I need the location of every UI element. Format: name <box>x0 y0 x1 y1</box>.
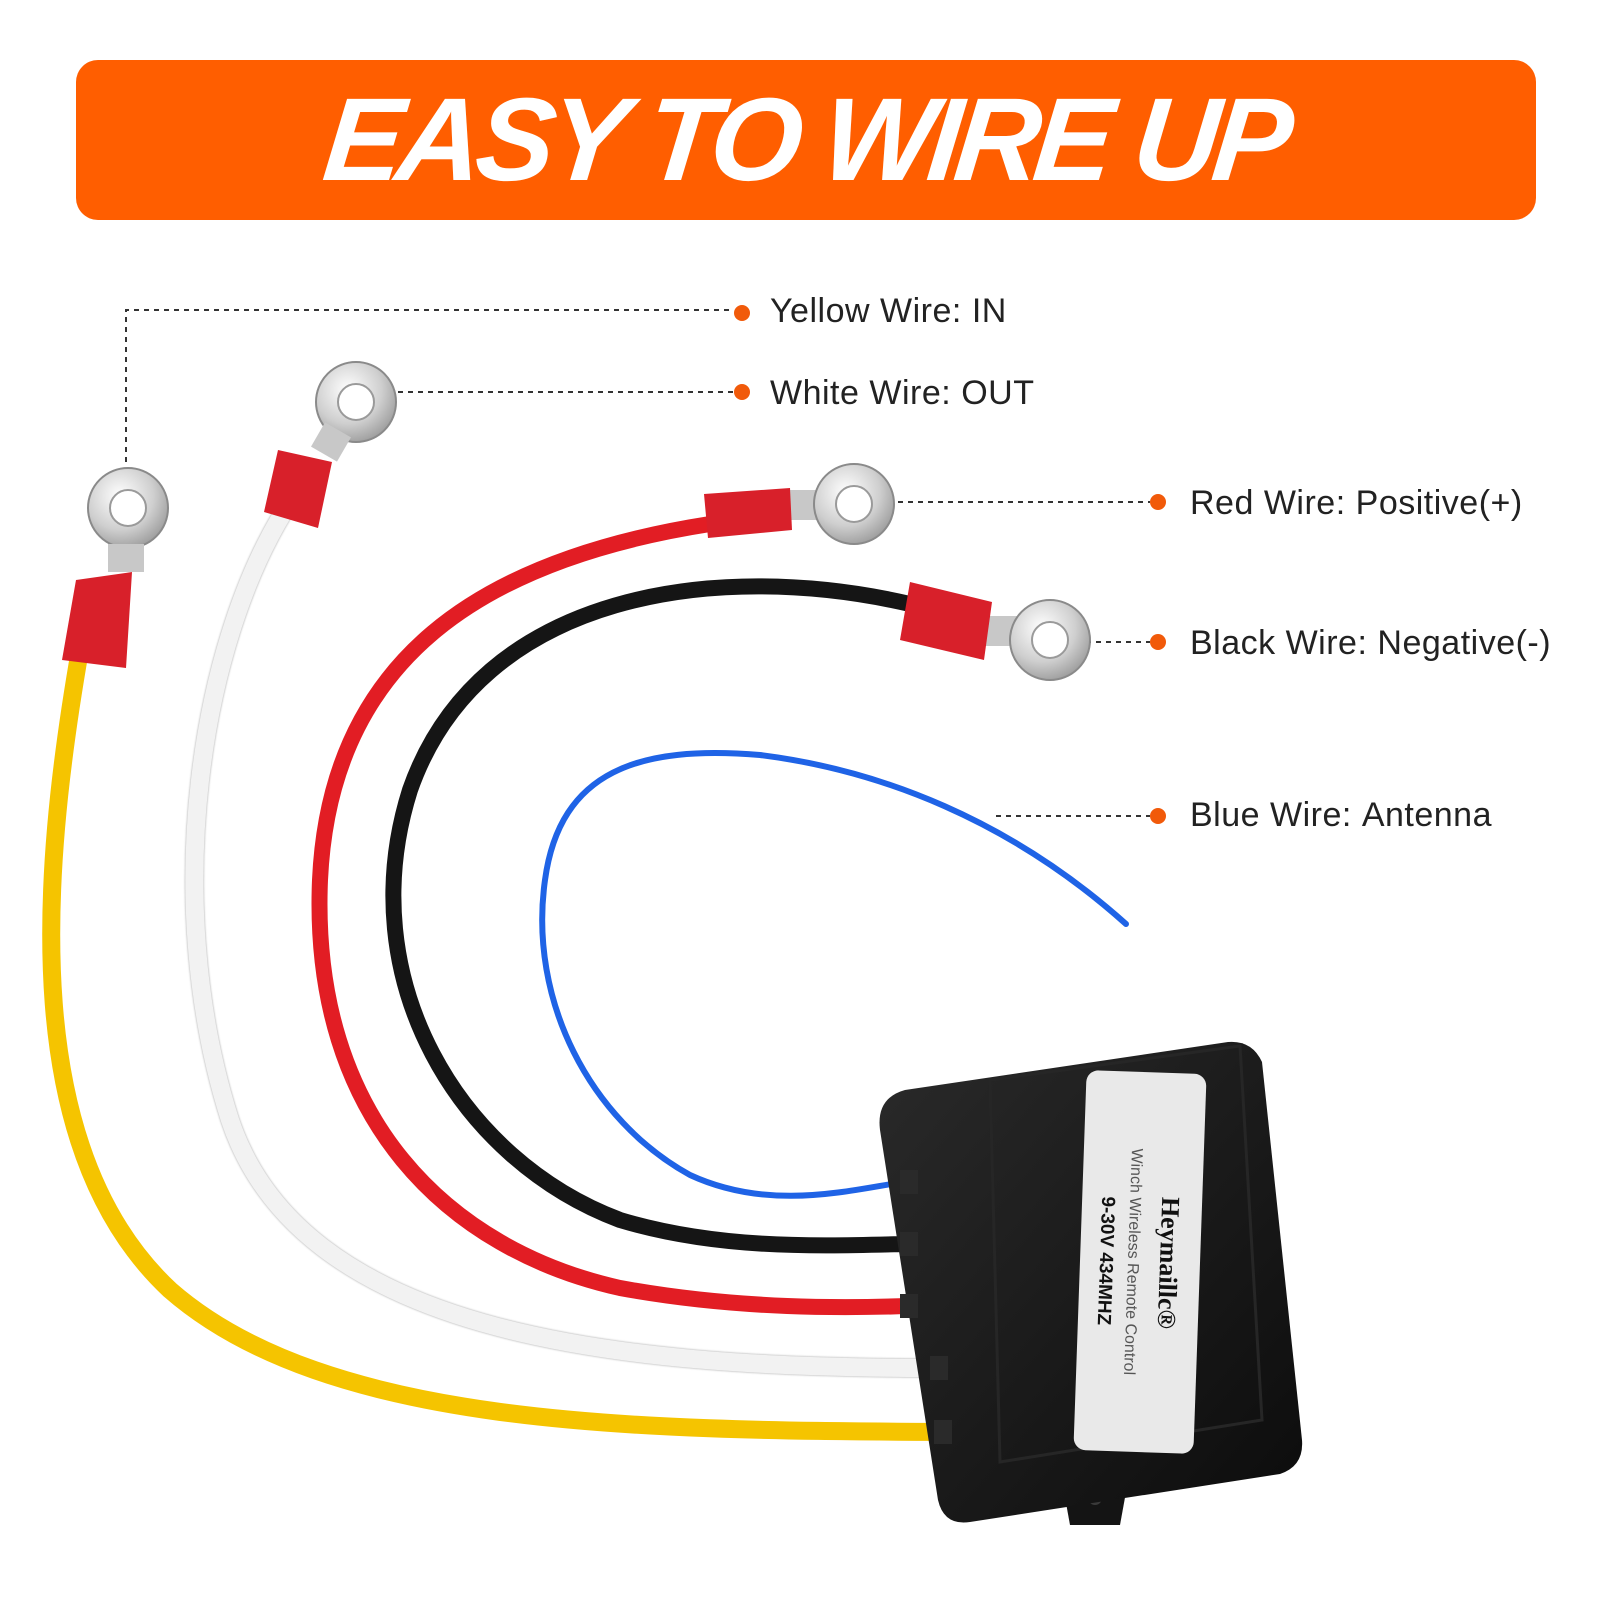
callout-blue-name: Blue Wire: <box>1190 796 1352 834</box>
product-spec: 9-30V 434MHZ <box>1093 1196 1118 1326</box>
callout-white: White Wire:OUT <box>770 376 1034 410</box>
leader-lines <box>125 309 1150 817</box>
dot-blue <box>1150 808 1166 824</box>
dot-yellow <box>734 305 750 321</box>
callout-red-name: Red Wire: <box>1190 484 1346 522</box>
callout-blue: Blue Wire:Antenna <box>1190 798 1492 832</box>
callout-white-value: OUT <box>961 374 1035 412</box>
blue-wire <box>539 750 1129 1199</box>
black-terminal-sleeve <box>900 582 992 660</box>
leader-yellow <box>125 309 734 462</box>
dot-white <box>734 384 750 400</box>
product-label: Heymaillc® Winch Wireless Remote Control… <box>1073 1070 1207 1454</box>
black-wire <box>385 578 918 1254</box>
callout-yellow-name: Yellow Wire: <box>770 292 962 330</box>
yellow-terminal-sleeve <box>62 572 132 668</box>
dot-black <box>1150 634 1166 650</box>
callout-yellow-value: IN <box>971 292 1007 330</box>
white-terminal-sleeve <box>264 450 332 528</box>
red-terminal-sleeve <box>704 488 792 538</box>
red-wire <box>311 516 916 1316</box>
callout-red: Red Wire:Positive(+) <box>1190 486 1523 520</box>
white-wire <box>185 493 939 1377</box>
dot-red <box>1150 494 1166 510</box>
product-brand: Heymaillc® <box>1152 1196 1186 1329</box>
callout-yellow: Yellow Wire:IN <box>770 294 1007 328</box>
red-ring-terminal <box>704 463 895 545</box>
yellow-wire <box>42 641 949 1441</box>
callout-white-name: White Wire: <box>770 374 952 412</box>
callout-blue-value: Antenna <box>1361 796 1492 834</box>
callout-red-value: Positive(+) <box>1355 484 1523 522</box>
white-ring-terminal <box>264 361 397 528</box>
callout-dots <box>734 305 1166 824</box>
yellow-ring-terminal <box>62 467 169 668</box>
callout-black-name: Black Wire: <box>1190 624 1368 662</box>
callout-black-value: Negative(-) <box>1377 624 1552 662</box>
header-banner: EASY TO WIRE UP <box>76 60 1536 220</box>
callout-black: Black Wire:Negative(-) <box>1190 626 1551 660</box>
black-ring-terminal <box>900 582 1091 681</box>
